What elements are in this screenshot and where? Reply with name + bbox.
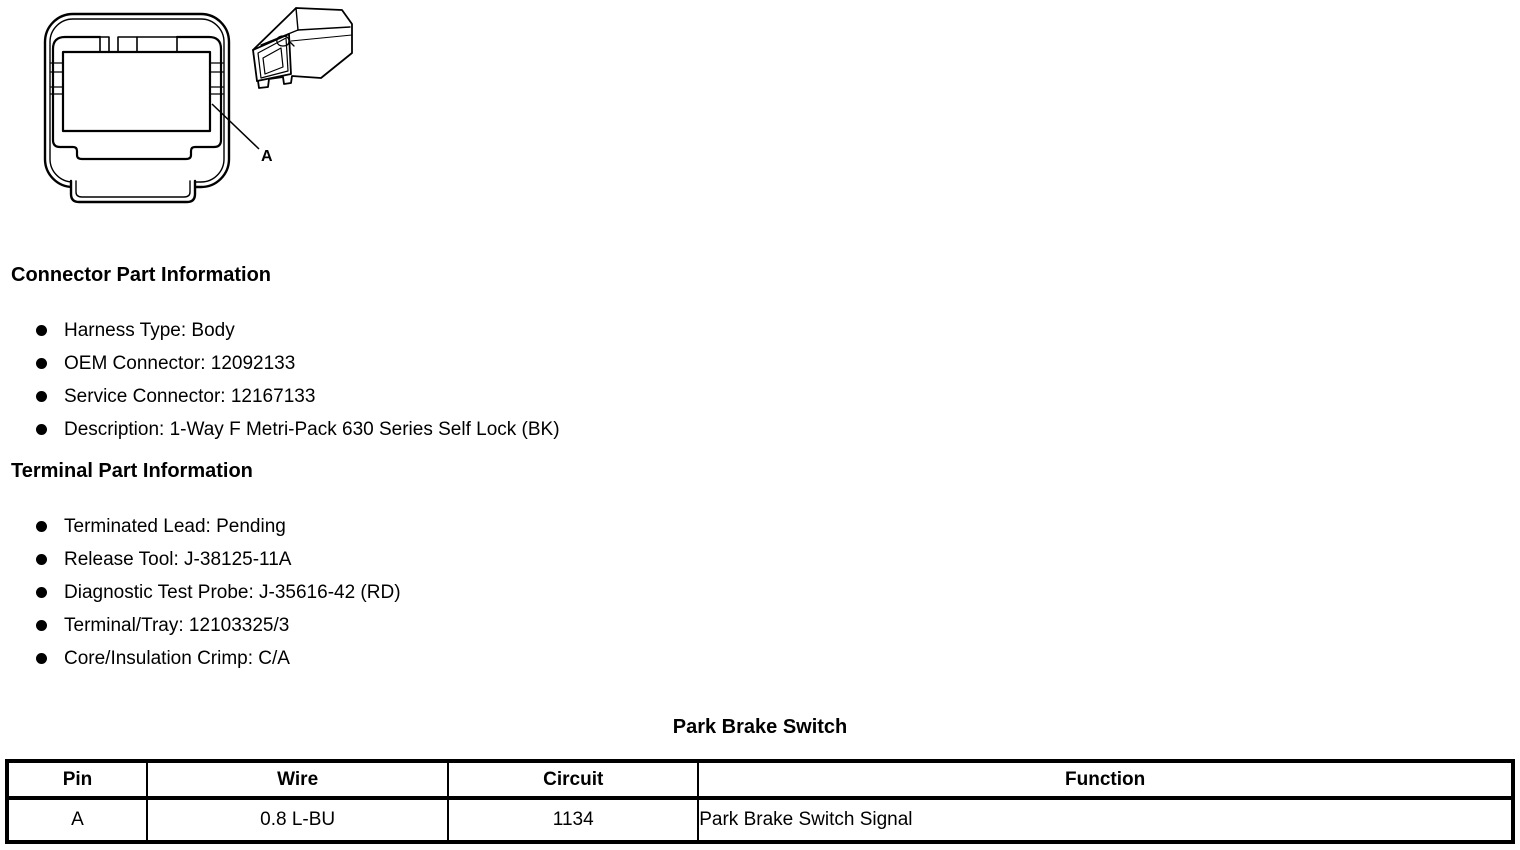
section-heading-terminal-part-information: Terminal Part Information [11,460,253,482]
list-item-text: Release Tool: J-38125-11A [64,549,292,570]
list-item-text: Description: 1-Way F Metri-Pack 630 Seri… [64,419,560,440]
list-item: Terminal/Tray: 12103325/3 [0,615,401,648]
list-item-text: Terminated Lead: Pending [64,516,286,537]
bullet-icon [36,521,47,532]
col-header-wire: Wire [146,761,450,800]
bullet-icon [36,391,47,402]
list-item: Release Tool: J-38125-11A [0,549,401,582]
list-item: Diagnostic Test Probe: J-35616-42 (RD) [0,582,401,615]
list-item-text: OEM Connector: 12092133 [64,353,296,374]
bullet-icon [36,358,47,369]
callout-label: A [261,148,273,165]
bullet-icon [36,554,47,565]
table-header-row: Pin Wire Circuit Function [5,761,1514,800]
list-item-text: Diagnostic Test Probe: J-35616-42 (RD) [64,582,401,603]
cell-wire: 0.8 L-BU [146,798,450,842]
col-header-circuit: Circuit [447,761,700,800]
list-item-text: Core/Insulation Crimp: C/A [64,648,290,669]
bullet-icon [36,587,47,598]
list-item-text: Service Connector: 12167133 [64,386,316,407]
list-item: OEM Connector: 12092133 [0,353,560,386]
bullet-icon [36,620,47,631]
bullet-icon [36,424,47,435]
list-item: Harness Type: Body [0,320,560,353]
connector-front-view [43,12,231,204]
cell-pin: A [5,798,149,842]
cell-circuit: 1134 [447,798,700,842]
cell-function: Park Brake Switch Signal [697,798,1514,842]
list-item: Service Connector: 12167133 [0,386,560,419]
terminal-info-list: Terminated Lead: Pending Release Tool: J… [0,516,401,681]
connector-diagram: A [43,7,353,204]
pinout-table: Pin Wire Circuit Function A 0.8 L-BU 113… [5,759,1515,844]
table-row: A 0.8 L-BU 1134 Park Brake Switch Signal [5,798,1514,842]
callout-line [211,103,260,150]
col-header-pin: Pin [5,761,149,800]
list-item-text: Terminal/Tray: 12103325/3 [64,615,290,636]
col-header-function: Function [697,761,1514,800]
list-item: Terminated Lead: Pending [0,516,401,549]
list-item-text: Harness Type: Body [64,320,235,341]
list-item: Core/Insulation Crimp: C/A [0,648,401,681]
connector-info-list: Harness Type: Body OEM Connector: 120921… [0,320,560,452]
bullet-icon [36,653,47,664]
list-item: Description: 1-Way F Metri-Pack 630 Seri… [0,419,560,452]
section-heading-connector-part-information: Connector Part Information [11,264,272,286]
table-title: Park Brake Switch [672,716,848,738]
connector-3d-view [252,7,353,89]
bullet-icon [36,325,47,336]
